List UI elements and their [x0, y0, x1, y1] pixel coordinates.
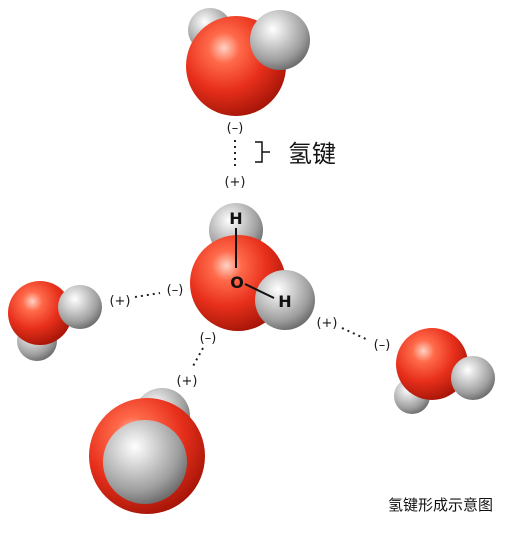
water-molecule-right	[394, 328, 495, 414]
charge-negative: (–)	[167, 283, 184, 298]
charge-negative: (–)	[200, 331, 217, 346]
hydrogen-atom	[255, 270, 315, 330]
hydrogen-bond-right: (+) (–)	[316, 316, 390, 353]
hydrogen-bond-bottom: (–) (+)	[176, 331, 216, 389]
atom-label-o: O	[230, 273, 244, 292]
charge-negative: (–)	[374, 338, 391, 353]
hydrogen-bond-line	[191, 347, 204, 369]
charge-positive: (+)	[224, 175, 245, 190]
diagram-caption: 氢键形成示意图	[388, 496, 493, 514]
hydrogen-atom	[103, 420, 187, 504]
water-molecule-center: H O H	[190, 203, 315, 331]
charge-positive: (+)	[109, 294, 130, 309]
charge-positive: (+)	[316, 316, 337, 331]
charge-positive: (+)	[176, 374, 197, 389]
hydrogen-bond-line	[341, 327, 369, 341]
hydrogen-atom	[250, 10, 310, 70]
charge-negative: (–)	[227, 121, 244, 136]
hydrogen-bond-label-group: 氢键	[255, 140, 336, 168]
hydrogen-bond-label: 氢键	[288, 140, 336, 168]
oxygen-atom	[8, 281, 72, 345]
atom-label-h: H	[278, 292, 291, 311]
hydrogen-atom	[58, 285, 102, 329]
hydrogen-bond-top: (–) (+)	[224, 121, 245, 190]
bracket	[255, 141, 270, 163]
covalent-bond	[244, 283, 275, 299]
hydrogen-bond-left: (+) (–)	[109, 283, 183, 309]
water-molecule-left	[8, 281, 102, 361]
atom-label-h: H	[229, 209, 242, 228]
water-molecule-top	[186, 8, 310, 116]
hydrogen-atom	[451, 356, 495, 400]
oxygen-atom	[396, 328, 468, 400]
water-molecule-bottom	[89, 388, 205, 514]
hydrogen-bond-line	[134, 292, 161, 298]
